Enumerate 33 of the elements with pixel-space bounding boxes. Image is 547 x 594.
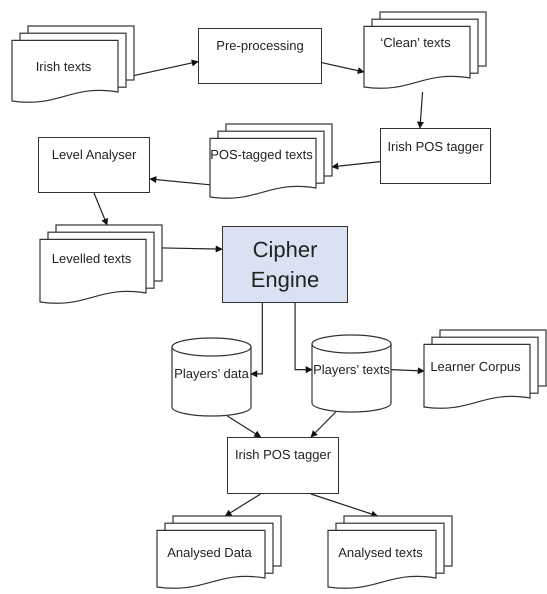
- node-label: Level Analyser: [50, 146, 138, 163]
- process-box: [227, 437, 339, 494]
- node-label: Analysed Data: [166, 544, 253, 561]
- node-label: Irish POS tagger: [234, 446, 332, 463]
- arrow: [134, 60, 199, 76]
- arrow: [93, 192, 108, 226]
- arrow: [390, 367, 425, 374]
- arrow: [416, 92, 424, 129]
- arrow: [310, 493, 378, 518]
- node-label: POS-tagged texts: [210, 146, 313, 163]
- arrow: [331, 161, 380, 170]
- node-label: Learner Corpus: [429, 358, 522, 375]
- process-box: [380, 128, 491, 184]
- arrow: [226, 416, 262, 438]
- process-box: [198, 28, 322, 84]
- node-label: Analysed texts: [337, 544, 424, 561]
- process-box: [38, 137, 150, 193]
- node-label: Pre-processing: [215, 37, 305, 54]
- node-label: Cipher Engine: [250, 236, 320, 294]
- arrow: [162, 245, 223, 252]
- arrow: [322, 62, 365, 74]
- node-label: Levelled texts: [50, 250, 132, 267]
- node-label: Players’ texts: [312, 361, 391, 378]
- node-label: Players’ data: [173, 365, 250, 382]
- node-label: ‘Clean’ texts: [379, 34, 452, 51]
- node-label: Irish texts: [34, 58, 92, 75]
- node-label: Irish POS tagger: [386, 138, 485, 155]
- arrow: [250, 303, 263, 378]
- arrow: [149, 176, 210, 186]
- arrow: [310, 412, 336, 438]
- arrow: [224, 494, 261, 516]
- process-box: [222, 226, 348, 303]
- arrow: [294, 303, 313, 374]
